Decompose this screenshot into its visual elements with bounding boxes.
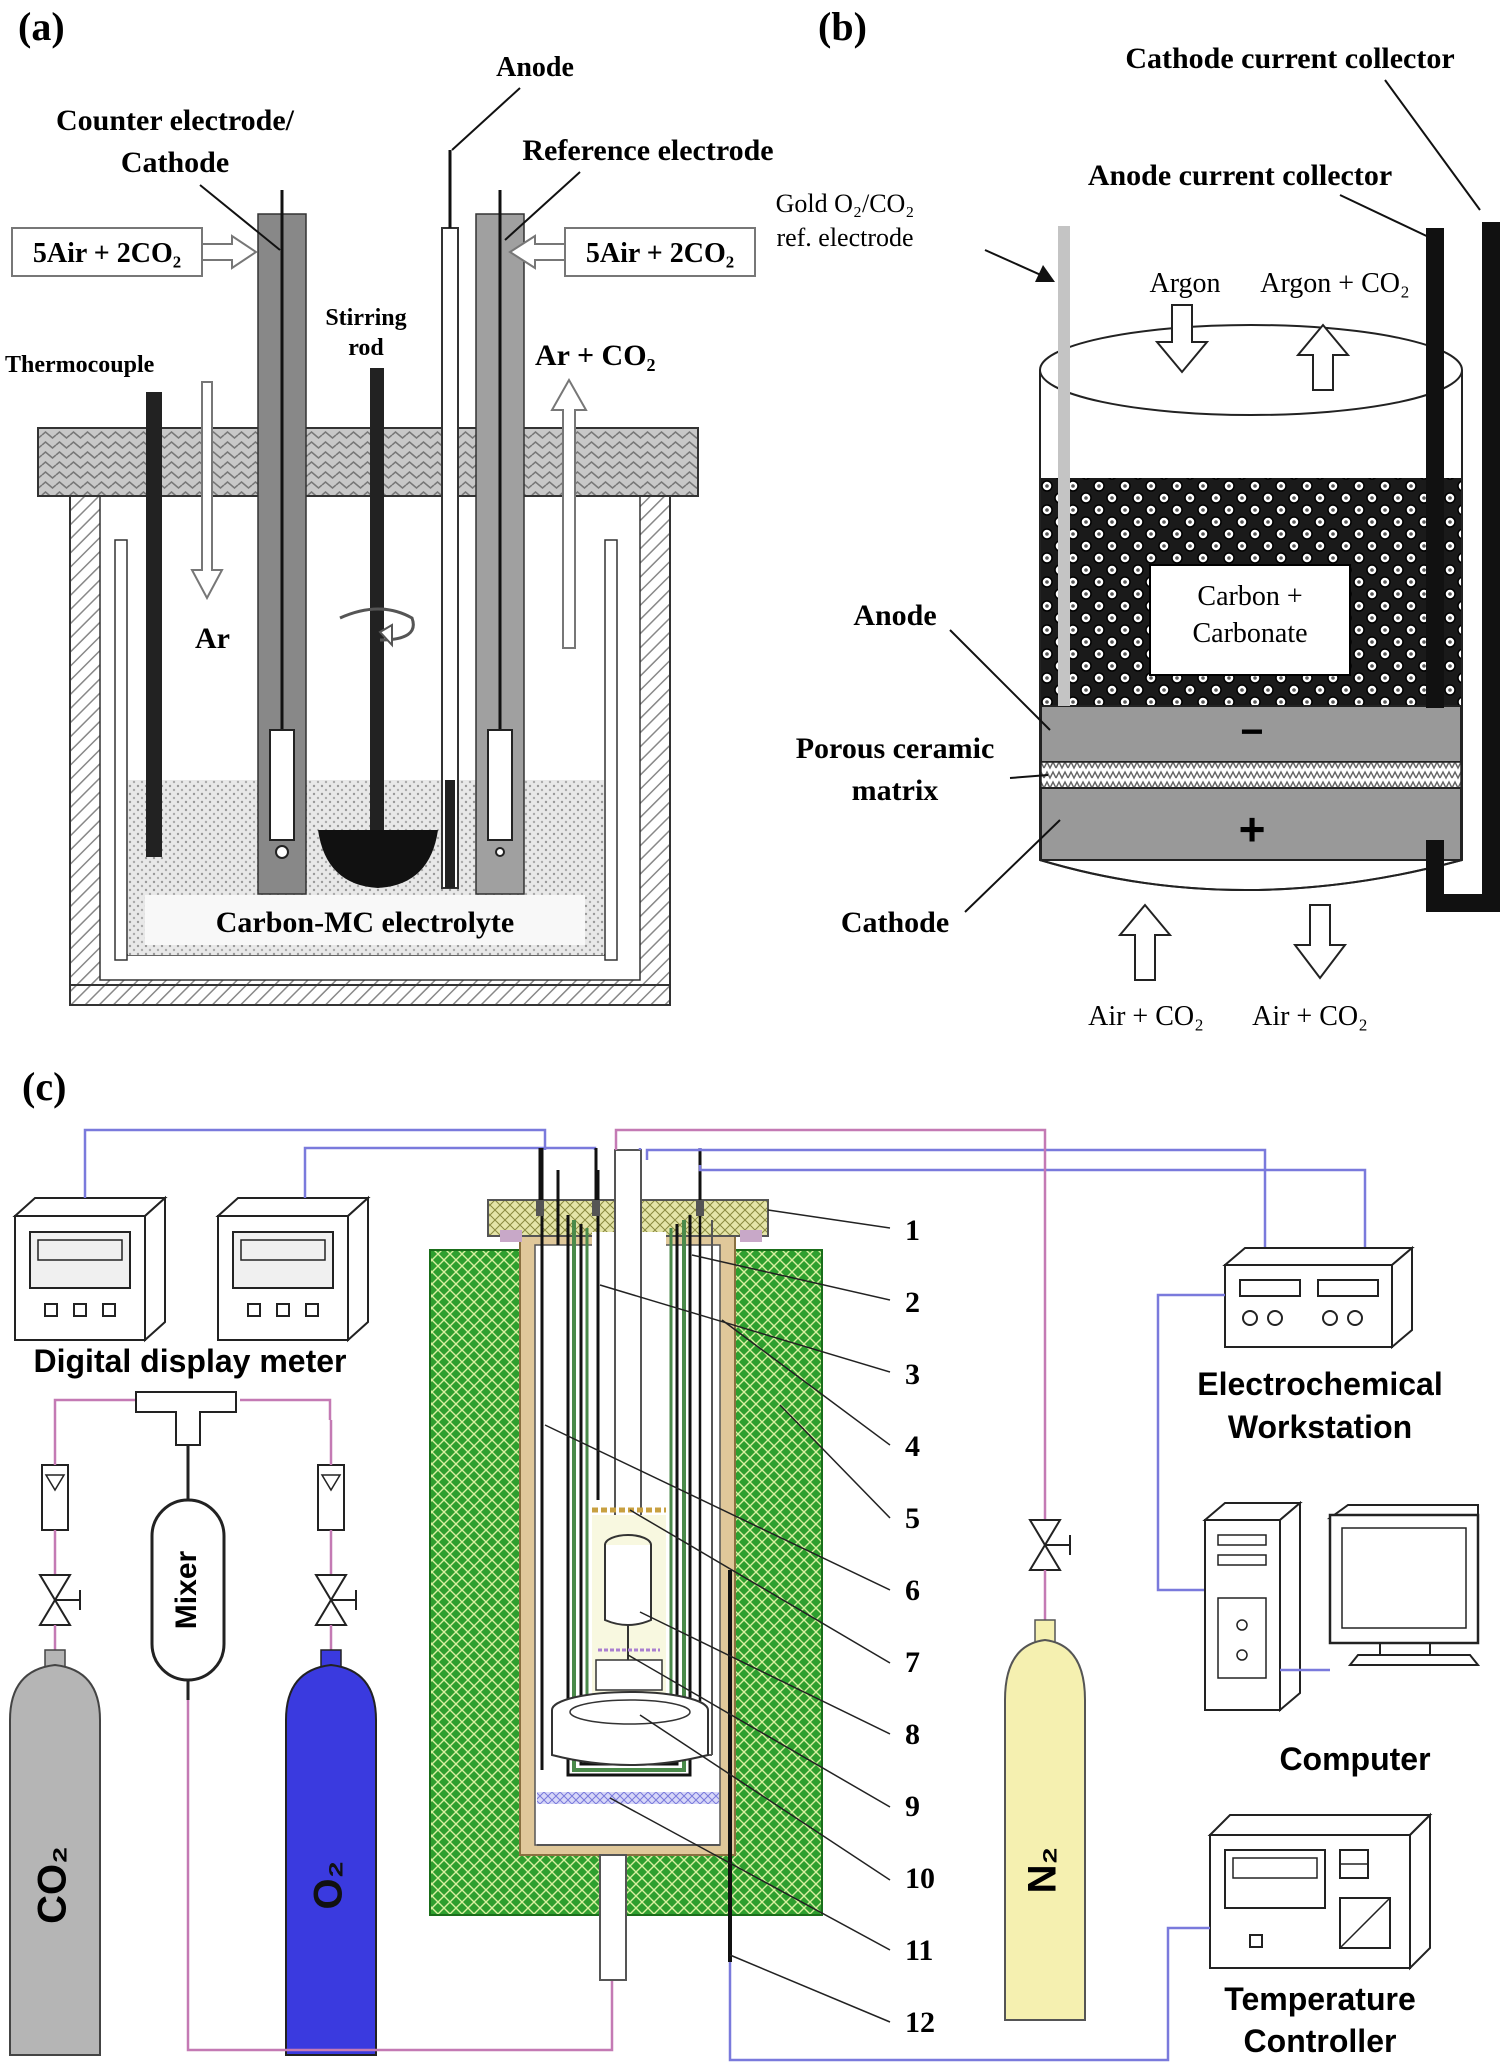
anode-current-collector [1426, 228, 1444, 708]
wire-meter2 [303, 1146, 597, 1198]
gas-inlet-left-box [11, 227, 203, 277]
center-tube [614, 1149, 642, 1551]
cathode-current-collector [1426, 222, 1500, 912]
callout-2: 2 [905, 1286, 920, 1319]
workstation-label-1: Electrochemical [1197, 1366, 1442, 1402]
digital-meter-2 [215, 1195, 371, 1343]
co2-cylinder [9, 1649, 101, 2056]
callout-12: 12 [905, 2006, 935, 2039]
n2-label: N₂ [1021, 1847, 1065, 1894]
air-co2-in-label: Air + CO₂ [1088, 1001, 1204, 1032]
gold-label-2: ref. electrode [776, 223, 913, 252]
counter-label-2: Cathode [121, 146, 229, 179]
wire-n2 [614, 1128, 1047, 1520]
temperature-controller [1207, 1812, 1433, 1971]
mixer-label: Mixer [170, 1550, 203, 1629]
co2-label: CO₂ [31, 1846, 75, 1924]
callout-numbers: 1 2 3 4 5 6 7 8 9 10 11 12 [905, 1214, 935, 2039]
anode-label: Anode [496, 52, 574, 83]
cathode-cc-label: Cathode current collector [1125, 42, 1454, 75]
computer-tower [1202, 1500, 1303, 1713]
wire-workstation-1 [645, 1148, 1267, 1248]
carbon-label-1: Carbon + [1197, 581, 1302, 612]
crucible-lid [37, 427, 699, 497]
n2-cylinder [1004, 1619, 1086, 2021]
co2-valve [38, 1574, 81, 1626]
porous-label-1: Porous ceramic [796, 732, 995, 765]
panel-c: (c) Digital display meter [9, 1064, 1481, 2062]
temp-controller-label-1: Temperature [1224, 1981, 1415, 2017]
cathode-side-label: Cathode [841, 906, 949, 939]
panel-a-tag: (a) [18, 4, 65, 49]
anode-cc-label: Anode current collector [1088, 159, 1392, 192]
o2-label: O₂ [307, 1861, 351, 1910]
wire-meter1 [83, 1128, 547, 1198]
gold-label-1: Gold O₂/CO₂ [776, 189, 915, 218]
thermocouple-label: Thermocouple [5, 352, 155, 378]
support-plate [537, 1792, 719, 1804]
panel-b-tag: (b) [818, 4, 867, 49]
callout-10: 10 [905, 1862, 935, 1895]
o2-cylinder [285, 1649, 377, 2056]
o2-valve [314, 1574, 357, 1626]
computer-monitor [1326, 1504, 1481, 1666]
gas-inlet-right: 5Air + 2CO₂ [586, 238, 734, 269]
callout-6: 6 [905, 1574, 920, 1607]
carbon-label-2: Carbonate [1192, 618, 1307, 649]
n2-valve [1028, 1519, 1071, 1571]
crucible-base [69, 984, 671, 1006]
callout-11: 11 [905, 1934, 933, 1967]
gas-inlet-left: 5Air + 2CO₂ [33, 238, 181, 269]
gas-inlet-tube [599, 1854, 627, 1981]
carbon-label-box [1149, 564, 1351, 676]
stirring-label-1: Stirring [325, 305, 406, 331]
electrochemical-workstation [1222, 1245, 1415, 1350]
digital-meter-label: Digital display meter [34, 1343, 347, 1379]
panel-c-tag: (c) [22, 1064, 66, 1109]
ar-co2-label: Ar + CO₂ [535, 339, 656, 372]
computer-label: Computer [1279, 1741, 1430, 1777]
callout-4: 4 [905, 1430, 920, 1463]
callout-9: 9 [905, 1790, 920, 1823]
panel-b: (b) Cathode current collector Anode curr… [776, 4, 1500, 1032]
electrolyte-label-box [145, 895, 585, 945]
callout-8: 8 [905, 1718, 920, 1751]
minus-sign: − [1240, 710, 1263, 754]
temp-controller-label-2: Controller [1244, 2023, 1397, 2059]
argon-co2-label: Argon + CO₂ [1260, 268, 1410, 299]
workstation-label-2: Workstation [1228, 1409, 1412, 1445]
callout-7: 7 [905, 1646, 920, 1679]
panel-a: (a) Carbon-MC electrolyte Thermocouple S… [5, 4, 774, 1006]
t-connector [135, 1391, 237, 1446]
plus-sign: + [1239, 803, 1266, 855]
callout-5: 5 [905, 1502, 920, 1535]
electrolyte-label: Carbon-MC electrolyte [216, 906, 515, 939]
digital-meter-1 [12, 1195, 168, 1343]
argon-in-label: Argon [1149, 268, 1220, 299]
counter-label-1: Counter electrode/ [56, 104, 295, 137]
inner-wall-right [604, 539, 618, 961]
gold-ref-electrode [1058, 226, 1070, 706]
callout-lines [544, 1209, 891, 2023]
wire-workstation-2 [698, 1165, 1367, 1248]
anode-side-label: Anode [853, 599, 936, 632]
callout-3: 3 [905, 1358, 920, 1391]
porous-matrix-layer [1040, 761, 1462, 789]
gas-inlet-right-box [564, 227, 756, 277]
callout-1: 1 [905, 1214, 920, 1247]
ar-label: Ar [195, 622, 230, 655]
thermocouple-rod [146, 392, 162, 857]
inner-wall-left [114, 539, 128, 961]
air-co2-out-label: Air + CO₂ [1252, 1001, 1368, 1032]
cell-cylinder-top [1039, 324, 1463, 416]
stirring-label-2: rod [348, 335, 384, 361]
porous-label-2: matrix [852, 774, 939, 807]
reference-label: Reference electrode [522, 134, 773, 167]
